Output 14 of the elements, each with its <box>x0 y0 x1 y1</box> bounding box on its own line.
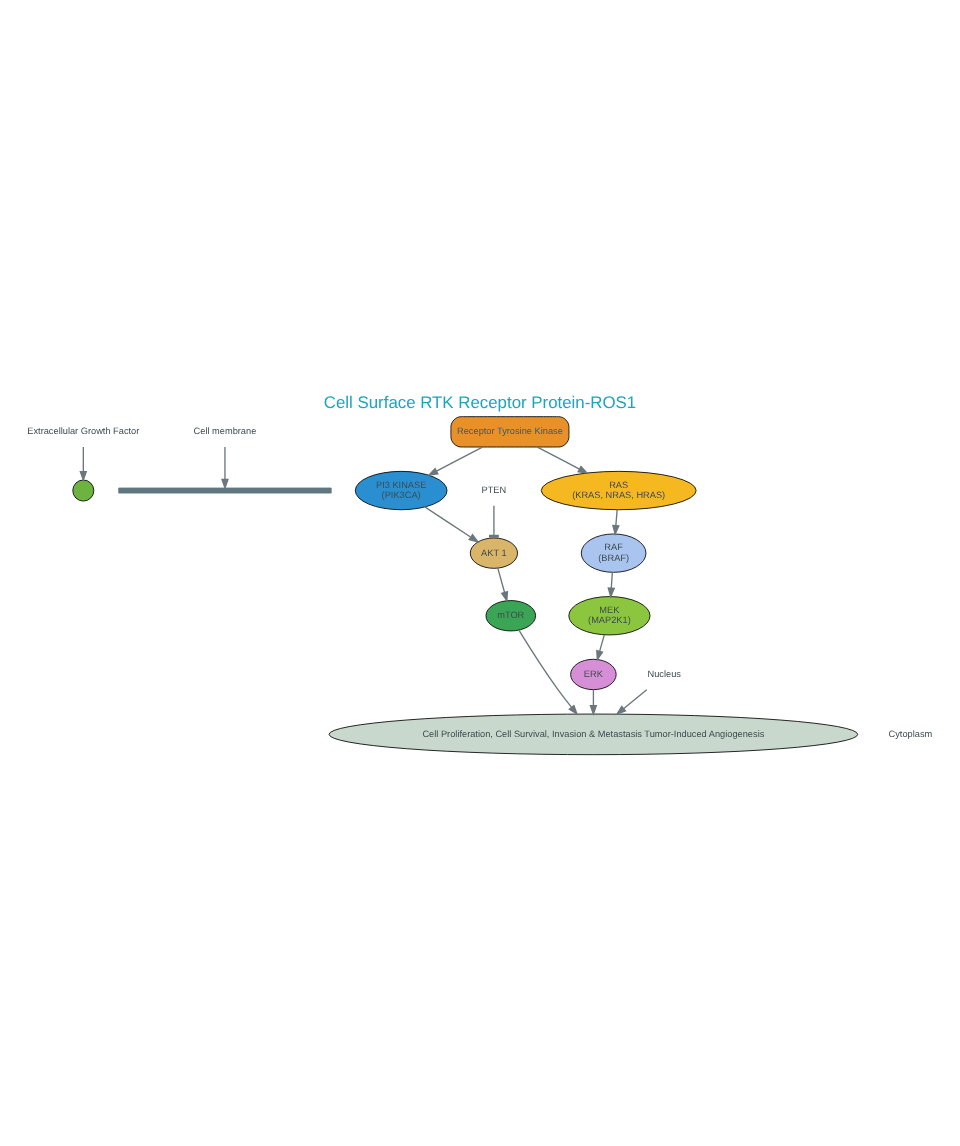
arrow <box>79 446 88 483</box>
node-band <box>118 487 332 494</box>
arrow <box>615 689 648 716</box>
arrow <box>424 506 480 543</box>
arrow <box>607 571 616 599</box>
arrow <box>497 567 509 603</box>
arrow <box>518 629 579 716</box>
diagram-title: Cell Surface RTK Receptor Protein-ROS1 <box>323 392 637 413</box>
arrow <box>221 446 229 490</box>
node-circle <box>72 479 95 502</box>
arrow <box>596 634 605 662</box>
arrow <box>612 509 620 537</box>
arrow <box>427 446 484 477</box>
arrow <box>536 446 589 475</box>
